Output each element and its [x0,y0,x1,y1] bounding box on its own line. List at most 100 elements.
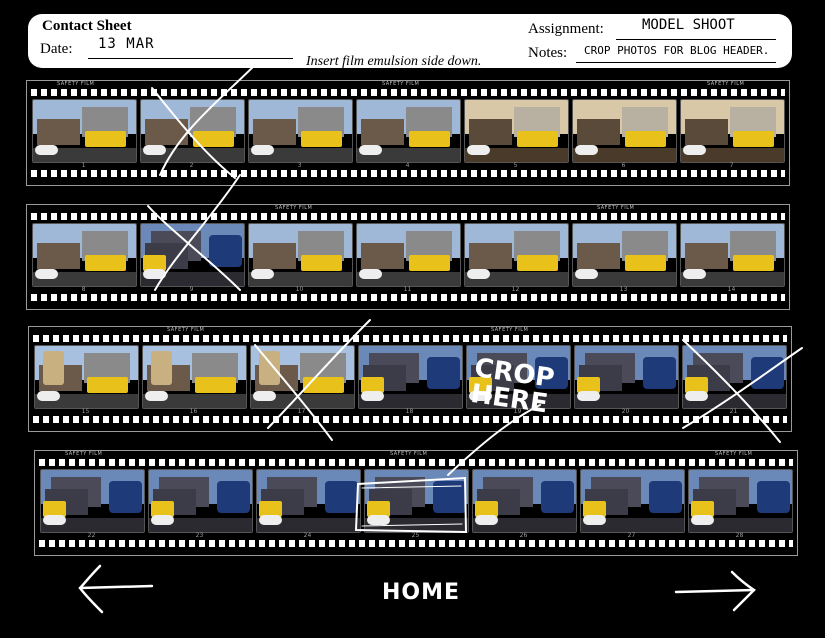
cross-out-frame-21 [682,339,781,443]
frame-number: 17 [297,408,306,415]
frame-number: 6 [621,162,626,169]
photo-frame-8[interactable] [32,223,137,287]
sprocket-holes [31,294,785,301]
photo-frame-1[interactable] [32,99,137,163]
frame-number: 2 [189,162,194,169]
photo-frame-26[interactable] [472,469,577,533]
photo-frame-11[interactable] [356,223,461,287]
photo-frame-19[interactable] [466,345,571,409]
date-label: Date: [40,41,73,57]
notes-value: CROP PHOTOS FOR BLOG HEADER. [584,44,770,57]
photo-frame-4[interactable] [356,99,461,163]
left-arrow-icon [78,564,154,614]
frame-number: 20 [621,408,630,415]
safety-film-label: SAFETY FILM [167,327,205,333]
frame-number: 28 [735,532,744,539]
photo-frame-7[interactable] [680,99,785,163]
photo-frame-20[interactable] [574,345,679,409]
sprocket-holes [31,170,785,177]
cross-out-frame-17 [254,344,333,441]
photo-frame-16[interactable] [142,345,247,409]
safety-film-label: SAFETY FILM [715,451,753,457]
cross-out-frame-17-b [267,319,371,429]
notes-label: Notes: [528,45,568,61]
cross-out-frame-2-b [159,61,259,176]
frame-number: 11 [403,286,412,293]
film-strip: SAFETY FILM SAFETY FILM SAFETY FILM 1 2 3 4 5 6 7 [26,80,790,186]
photo-frame-9[interactable] [140,223,245,287]
frame-number: 3 [297,162,302,169]
safety-film-label: SAFETY FILM [275,205,313,211]
sprocket-holes [33,416,787,423]
photo-frame-27[interactable] [580,469,685,533]
safety-film-label: SAFETY FILM [65,451,103,457]
insert-instruction: Insert film emulsion side down. [306,54,482,69]
photo-frame-3[interactable] [248,99,353,163]
photo-frame-24[interactable] [256,469,361,533]
photo-frame-15[interactable] [34,345,139,409]
date-underline [88,58,293,59]
crop-pointer-line [447,404,541,476]
home-link[interactable]: HOME [382,580,461,605]
photo-frame-2[interactable] [140,99,245,163]
frame-number: 25 [411,532,420,539]
safety-film-label: SAFETY FILM [390,451,428,457]
frame-number: 22 [87,532,96,539]
back-arrow-button[interactable] [72,562,158,618]
film-strip: SAFETY FILM SAFETY FILM 15 16 17 18 19 20 21 [28,326,792,432]
photo-frame-28[interactable] [688,469,793,533]
frame-number: 12 [511,286,520,293]
safety-film-label: SAFETY FILM [597,205,635,211]
cross-out-frame-9 [147,205,241,291]
safety-film-label: SAFETY FILM [491,327,529,333]
photo-frame-14[interactable] [680,223,785,287]
photo-frame-22[interactable] [40,469,145,533]
frame-number: 16 [189,408,198,415]
sprocket-holes [33,335,787,342]
cross-out-frame-9-b [154,174,241,291]
frame-number: 4 [405,162,410,169]
frame-number: 26 [519,532,528,539]
frame-number: 14 [727,286,736,293]
frame-number: 5 [513,162,518,169]
frame-number: 7 [729,162,734,169]
safety-film-label: SAFETY FILM [382,81,420,87]
frame-number: 23 [195,532,204,539]
forward-arrow-button[interactable] [672,568,762,618]
assignment-value: MODEL SHOOT [642,17,735,33]
safety-film-label: SAFETY FILM [57,81,95,87]
right-arrow-icon [674,570,756,612]
sprocket-holes [31,89,785,96]
frame-number: 8 [81,286,86,293]
frame-number: 1 [81,162,86,169]
frame-number: 19 [513,408,522,415]
notes-underline [576,62,776,63]
crop-box [354,476,468,534]
frame-number: 15 [81,408,90,415]
date-value: 13 MAR [98,36,155,52]
sprocket-holes [39,459,793,466]
frame-number: 13 [619,286,628,293]
photo-frame-18[interactable] [358,345,463,409]
frame-number: 9 [189,286,194,293]
sprocket-holes [39,540,793,547]
photo-frame-13[interactable] [572,223,677,287]
film-strip: SAFETY FILM SAFETY FILM 8 9 10 11 12 13 14 [26,204,790,310]
photo-frame-12[interactable] [464,223,569,287]
contact-sheet-header: Contact Sheet Date: 13 MAR Insert film e… [28,14,792,69]
safety-film-label: SAFETY FILM [707,81,745,87]
assignment-underline [616,39,776,40]
photo-frame-10[interactable] [248,223,353,287]
frame-number: 18 [405,408,414,415]
cross-out-frame-2 [151,87,236,179]
frame-number: 10 [295,286,304,293]
cross-out-frame-21-b [682,347,803,429]
sheet-title: Contact Sheet [42,18,132,34]
photo-frame-6[interactable] [572,99,677,163]
frame-number: 21 [729,408,738,415]
photo-frame-23[interactable] [148,469,253,533]
assignment-label: Assignment: [528,21,604,37]
photo-frame-5[interactable] [464,99,569,163]
